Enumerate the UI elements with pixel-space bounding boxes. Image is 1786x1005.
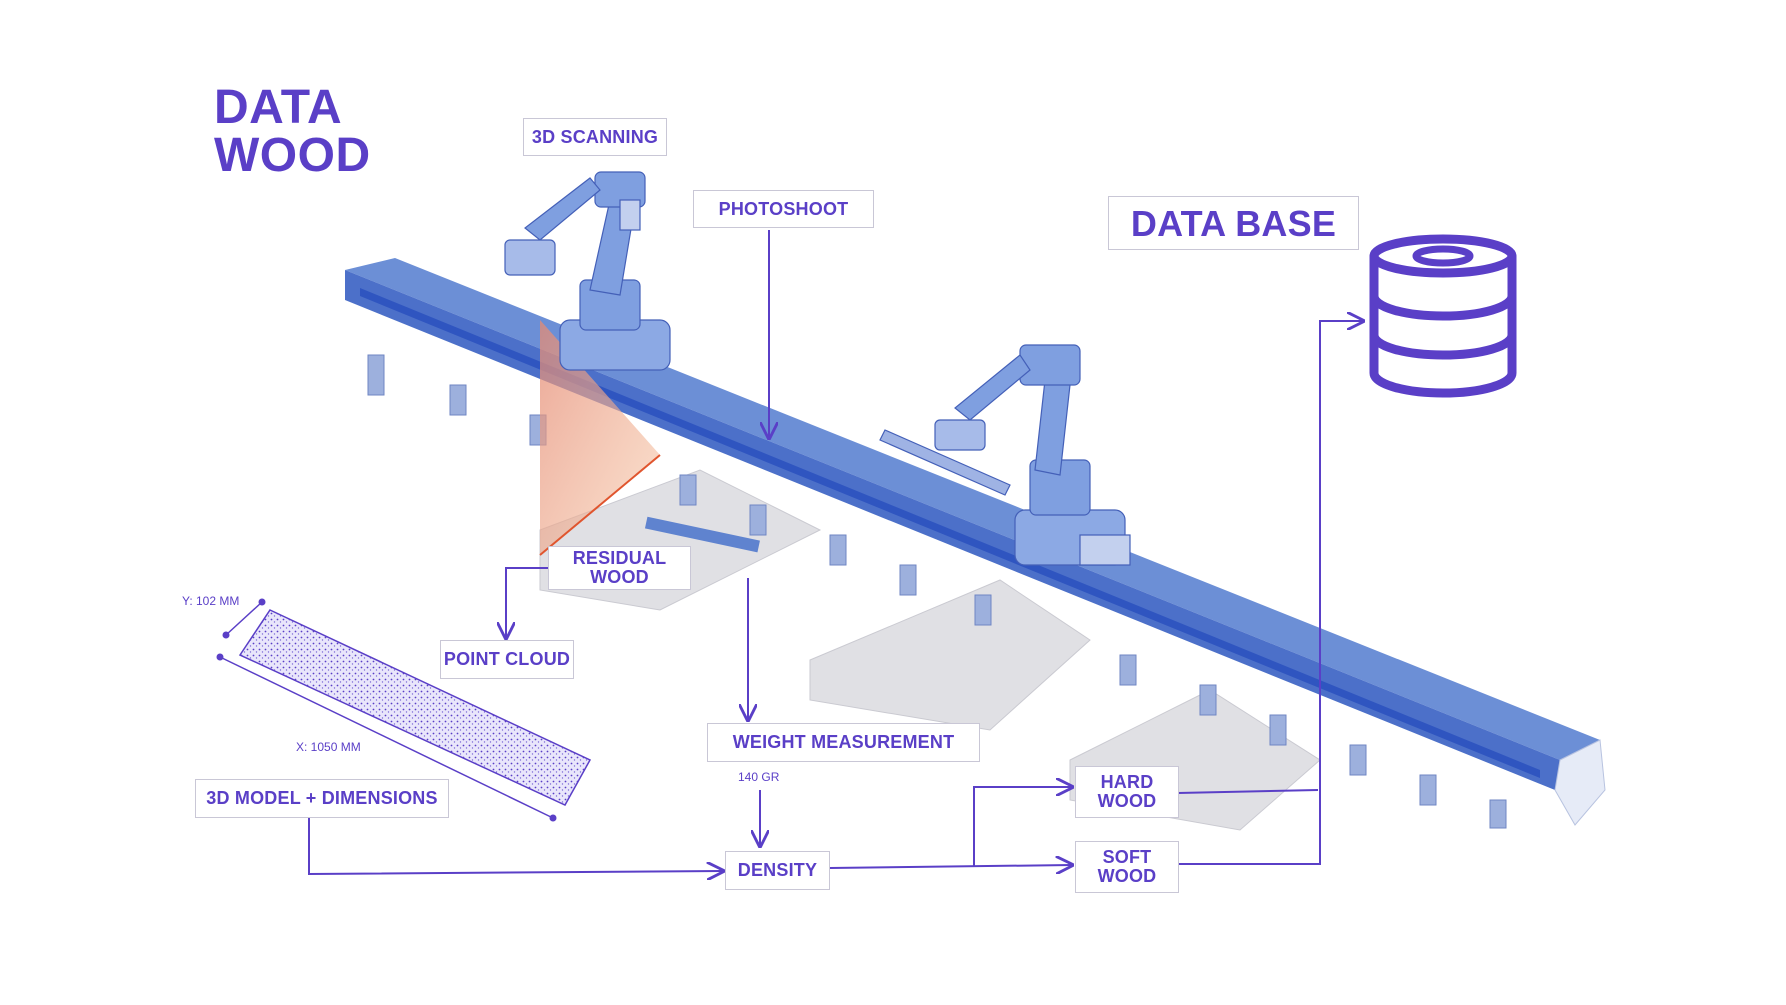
support (1349, 744, 1367, 776)
scan-cone (540, 320, 660, 555)
conveyor-stripe (360, 288, 1540, 778)
label-database: DATA BASE (1108, 196, 1359, 250)
support (974, 594, 992, 626)
conveyor-supports (367, 354, 1507, 829)
robot-arm-icon (879, 344, 1131, 566)
residual-line-1: RESIDUAL (572, 548, 667, 568)
support (1269, 714, 1287, 746)
dimension-node (549, 814, 557, 822)
conveyor-top (345, 258, 1600, 760)
dimension-node (222, 631, 230, 639)
robot-arm-icon (504, 171, 671, 371)
title-line-1: DATA (214, 81, 343, 134)
soft-line-1: SOFT (1102, 847, 1152, 867)
support (679, 474, 697, 506)
support (1419, 774, 1437, 806)
hard-line-1: HARD (1100, 772, 1154, 792)
support (899, 564, 917, 596)
label-3d-model-dimensions: 3D MODEL + DIMENSIONS (195, 779, 449, 818)
hard-line-2: WOOD (1097, 791, 1157, 811)
dimension-x-line (219, 656, 554, 819)
dimension-node (216, 653, 224, 661)
scan-line (539, 454, 661, 556)
support (1199, 684, 1217, 716)
conveyor-end (1554, 739, 1606, 826)
support (1489, 799, 1507, 829)
label-3d-scanning: 3D SCANNING (523, 118, 667, 156)
tray-2 (809, 579, 1091, 731)
dimension-y-label: Y: 102 MM (182, 594, 240, 608)
conveyor (345, 258, 1606, 829)
arrow-hardwood-conveyor (1177, 789, 1319, 794)
support (367, 354, 385, 396)
dimension-x-label: X: 1050 MM (296, 740, 361, 754)
label-point-cloud: POINT CLOUD (440, 640, 574, 679)
residual-wood-piece (644, 516, 760, 553)
arrow-residual-point-cloud (506, 567, 548, 638)
support (829, 534, 847, 566)
dimension-node (258, 598, 266, 606)
support (1119, 654, 1137, 686)
dimension-y-line (225, 601, 263, 636)
label-weight-measurement: WEIGHT MEASUREMENT (707, 723, 980, 762)
arrow-density-hardwood (973, 787, 1072, 866)
title-line-2: WOOD (214, 129, 371, 182)
database-icon (1369, 234, 1517, 398)
weight-value: 140 GR (738, 770, 780, 784)
support (449, 384, 467, 416)
soft-line-2: WOOD (1097, 866, 1157, 886)
label-density: DENSITY (725, 851, 830, 890)
support (749, 504, 767, 536)
arrow-model-density (308, 816, 723, 874)
arrow-softwood-database (1178, 321, 1363, 865)
arrow-density-softwood (829, 865, 1072, 868)
page-title: DATA WOOD (214, 84, 371, 180)
flow-arrows (308, 230, 1363, 874)
point-cloud-icon (238, 609, 592, 806)
label-photoshoot: PHOTOSHOOT (693, 190, 874, 228)
residual-line-2: WOOD (590, 567, 649, 587)
